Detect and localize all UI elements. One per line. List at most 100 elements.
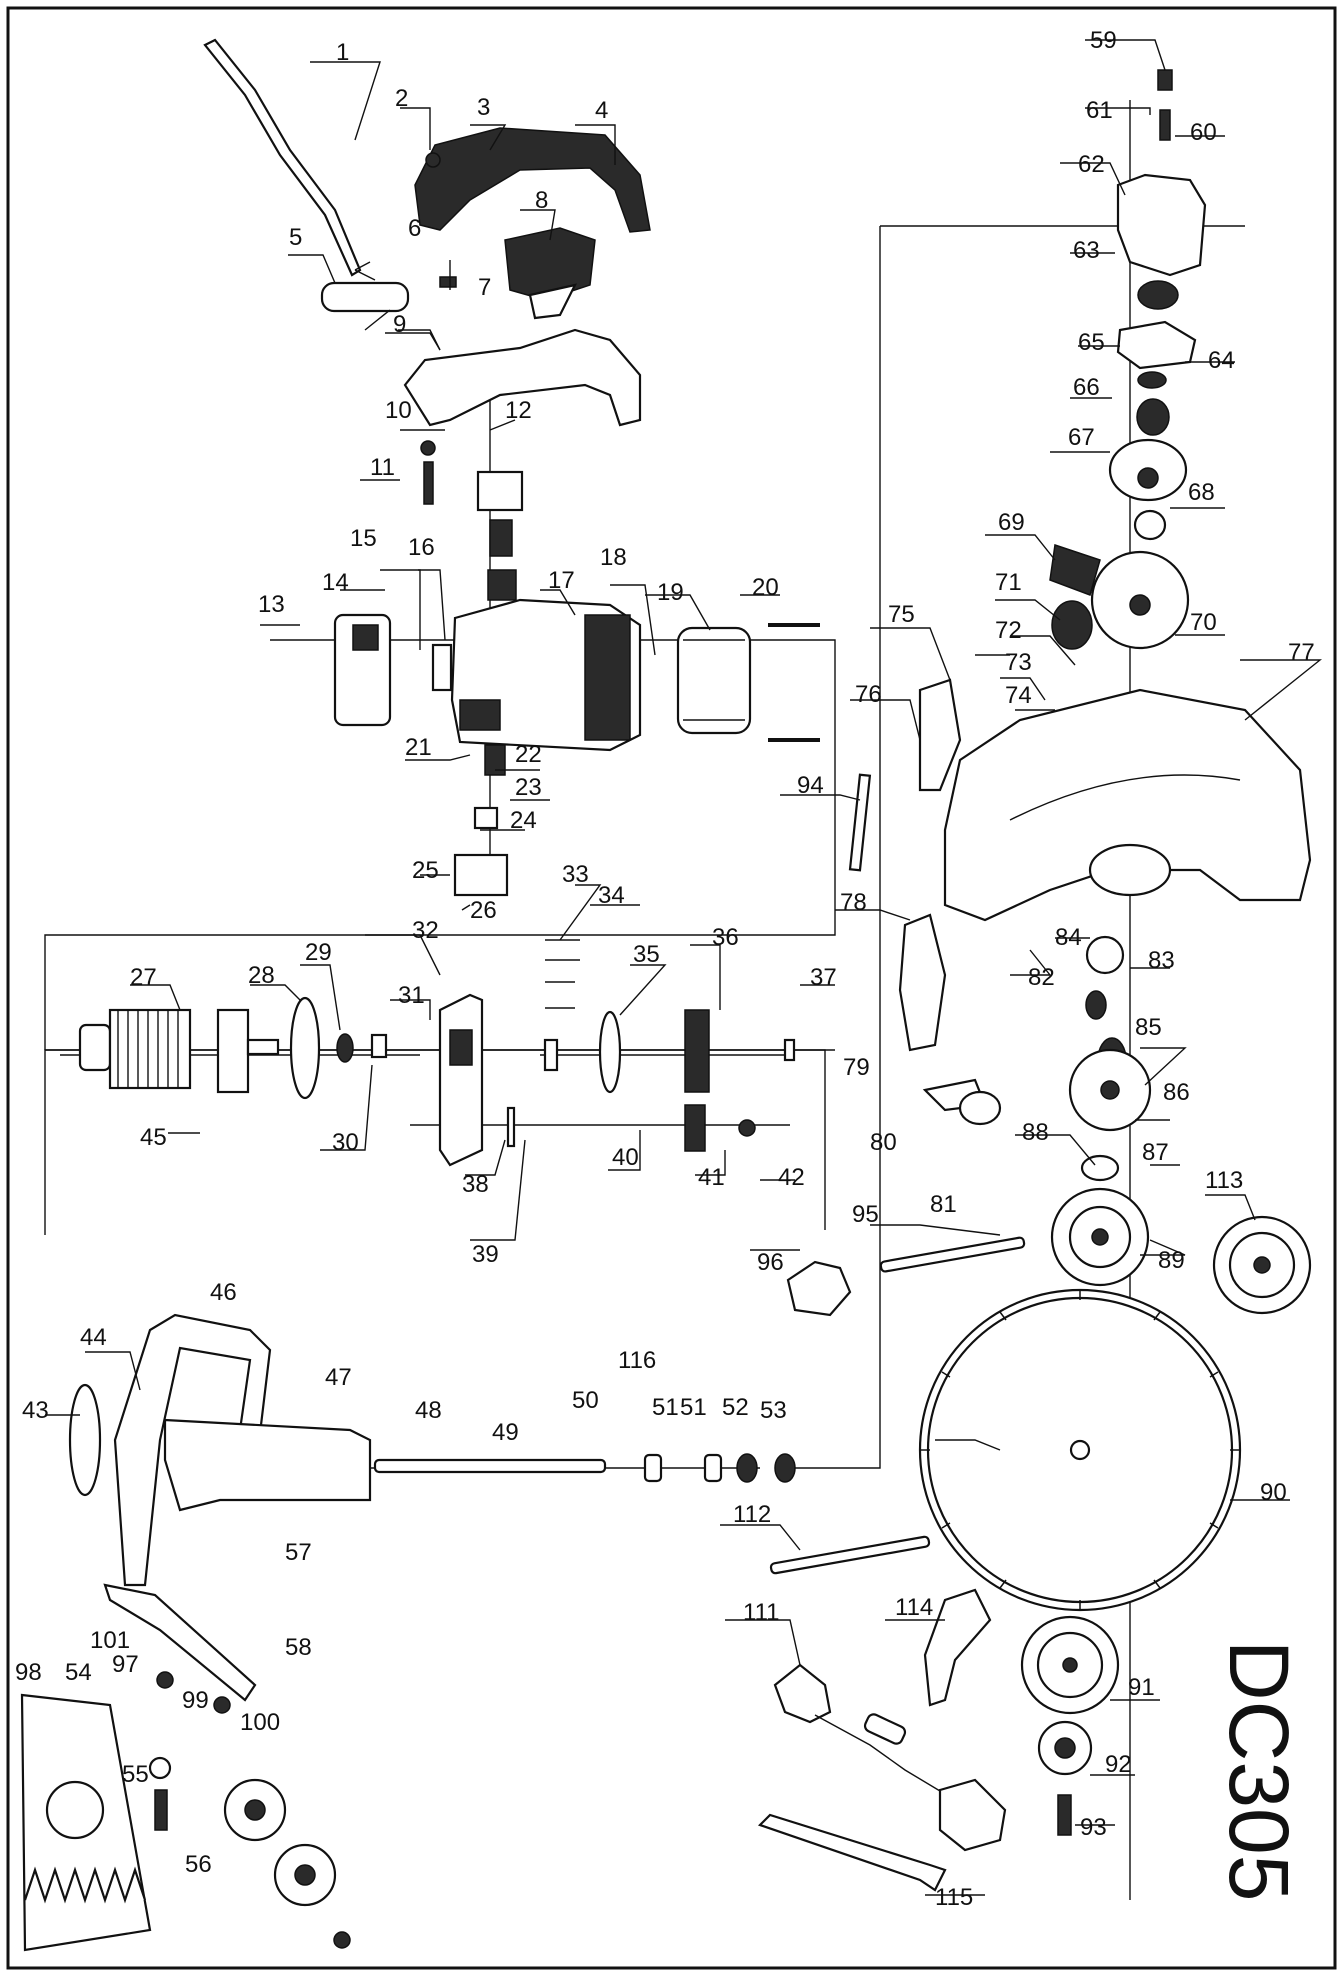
part-label: 87 [1142, 1139, 1169, 1166]
model-label: DC305 [1212, 1640, 1306, 1901]
part-label: 115 [935, 1884, 973, 1911]
part-label: 52 [722, 1394, 749, 1421]
handle-cover-top [414, 127, 651, 233]
part-label: 63 [1073, 237, 1100, 264]
blade-guard [943, 688, 1312, 922]
part-label: 18 [600, 544, 627, 571]
part-label: 33 [562, 861, 589, 888]
part-label: 116 [618, 1347, 656, 1374]
bearing-plate [289, 996, 388, 1100]
part-label: 35 [633, 941, 660, 968]
part-label: 11 [370, 454, 395, 481]
leader-lines [45, 61, 835, 1416]
part-label: 82 [1028, 964, 1055, 991]
power-cord [203, 38, 376, 281]
motor-housing [431, 598, 642, 752]
part-label: 50 [572, 1387, 599, 1414]
screws-33 [545, 939, 580, 1009]
switch-assembly [504, 227, 596, 320]
part-label: 71 [995, 569, 1022, 596]
part-label: 34 [598, 882, 625, 909]
part-label: 113 [1205, 1167, 1243, 1194]
part-label: 83 [1148, 947, 1175, 974]
part-label: 41 [698, 1164, 725, 1191]
part-label: 37 [810, 964, 837, 991]
part-label: 94 [797, 772, 824, 799]
part-label: 67 [1068, 424, 1095, 451]
part-label: 2 [395, 85, 408, 112]
part-label: 90 [1260, 1479, 1287, 1506]
t-fitting-96 [786, 1260, 852, 1317]
part-label: 97 [112, 1651, 139, 1678]
handle-grip [320, 281, 410, 313]
part-label: 69 [998, 509, 1025, 536]
part-label: 40 [612, 1144, 639, 1171]
part-label: 28 [248, 962, 275, 989]
part-label: 73 [1005, 649, 1032, 676]
part-label: 10 [385, 397, 412, 424]
water-hose-and-tools [757, 1588, 1007, 1892]
part-label: 96 [757, 1249, 784, 1276]
part-label: 3 [477, 94, 490, 121]
part-label: 70 [1190, 609, 1217, 636]
part-label: 101 [90, 1627, 130, 1654]
part-label: 80 [870, 1129, 897, 1156]
part-label: 89 [1158, 1247, 1185, 1274]
part-label: 15 [350, 525, 377, 552]
part-label: 1 [336, 39, 349, 66]
armature [78, 1008, 280, 1094]
part-label: 36 [712, 924, 739, 951]
brush-lower [453, 744, 509, 897]
part-label: 48 [415, 1397, 442, 1424]
part-label: 22 [515, 741, 542, 768]
bolts-lower [148, 1671, 351, 1949]
part-label: 92 [1105, 1751, 1132, 1778]
part-label: 60 [1190, 119, 1217, 146]
part-label: 77 [1288, 639, 1315, 666]
part-label: 16 [408, 534, 435, 561]
part-label: 78 [840, 889, 867, 916]
part-label: 62 [1078, 151, 1105, 178]
part-label: 51 [680, 1394, 707, 1421]
small-fasteners-top [420, 152, 457, 505]
part-label: 13 [258, 591, 285, 618]
part-label: 51 [652, 1394, 679, 1421]
part-label: 25 [412, 857, 439, 884]
part-label: 74 [1005, 682, 1032, 709]
handle-cover-bottom [403, 328, 642, 427]
field-stator [676, 626, 752, 735]
part-label: 14 [322, 569, 349, 596]
part-label: 17 [548, 567, 575, 594]
part-label: 5 [289, 224, 302, 251]
part-label: 38 [462, 1171, 489, 1198]
part-label: 111 [743, 1599, 779, 1626]
part-label: 91 [1128, 1674, 1155, 1701]
part-label: 93 [1080, 1814, 1107, 1841]
part-label: 7 [478, 274, 491, 301]
part-label: 32 [412, 917, 439, 944]
axle-49 [373, 1453, 796, 1483]
wheel-bracket [103, 1583, 257, 1702]
part-label: 39 [472, 1241, 499, 1268]
part-label: 42 [778, 1164, 805, 1191]
base-plate [20, 1693, 152, 1952]
part-label: 58 [285, 1634, 312, 1661]
part-label: 95 [852, 1201, 879, 1228]
part-label: 31 [398, 982, 425, 1009]
part-label: 23 [515, 774, 542, 801]
part-label: 84 [1055, 924, 1082, 951]
part-label: 43 [22, 1397, 49, 1424]
part-label: 45 [140, 1124, 167, 1151]
part-label: 46 [210, 1279, 237, 1306]
part-label: 98 [15, 1659, 42, 1686]
part-label: 55 [122, 1761, 149, 1788]
rods [769, 1236, 1026, 1575]
part-label: 85 [1135, 1014, 1162, 1041]
part-label: 53 [760, 1397, 787, 1424]
part-label: 27 [130, 964, 157, 991]
part-label: 75 [888, 601, 915, 628]
part-label: 76 [855, 681, 882, 708]
part-label: 19 [657, 579, 684, 606]
part-label: 114 [895, 1594, 933, 1621]
